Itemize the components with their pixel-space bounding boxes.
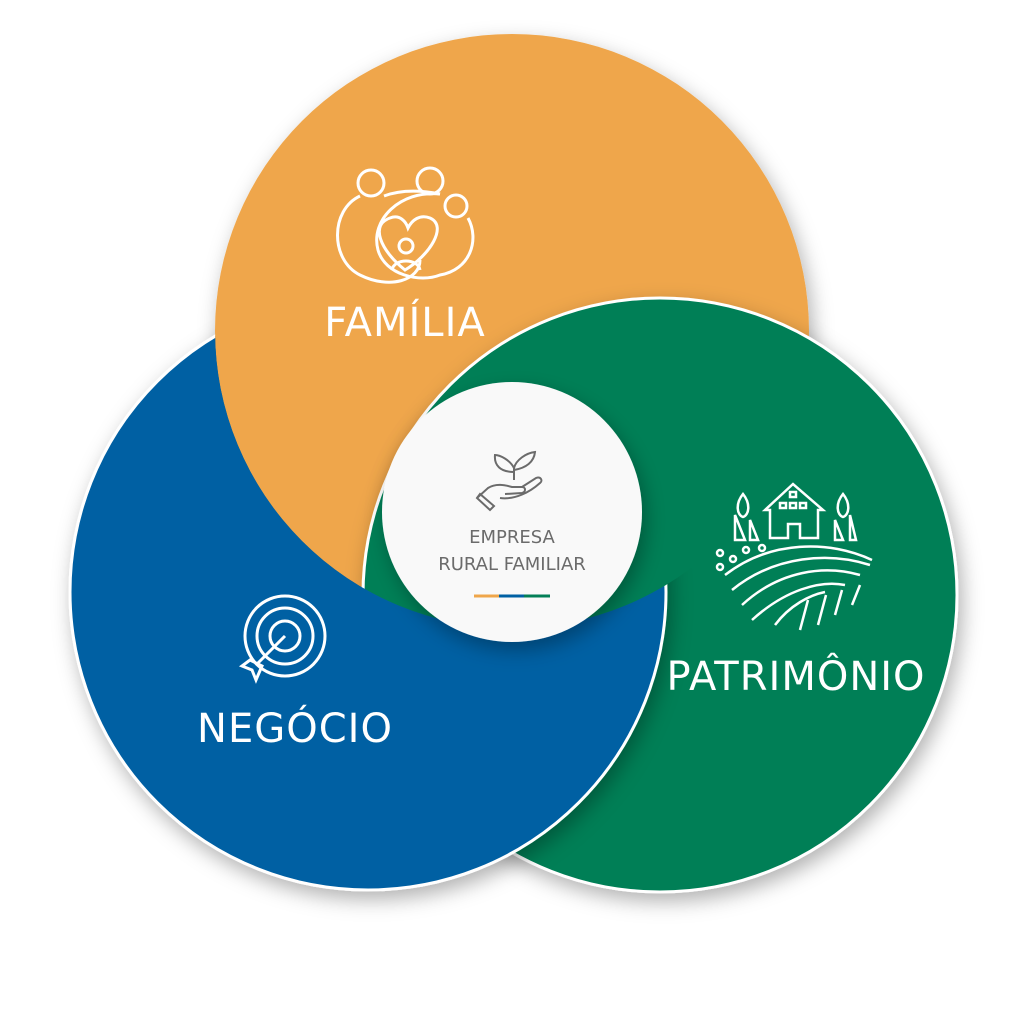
familia-label: FAMÍLIA (324, 300, 486, 346)
farm-icon (715, 482, 873, 631)
center-title-line1: EMPRESA (469, 527, 555, 548)
center-title-line2: RURAL FAMILIAR (438, 554, 586, 575)
hand-plant-icon (475, 450, 543, 512)
target-arrow-icon (238, 594, 327, 684)
center-circle (382, 382, 642, 642)
patrimonio-label: PATRIMÔNIO (666, 654, 926, 700)
family-icon (336, 166, 475, 284)
center-title: EMPRESA RURAL FAMILIAR (438, 524, 586, 578)
negocio-label: NEGÓCIO (197, 706, 393, 752)
